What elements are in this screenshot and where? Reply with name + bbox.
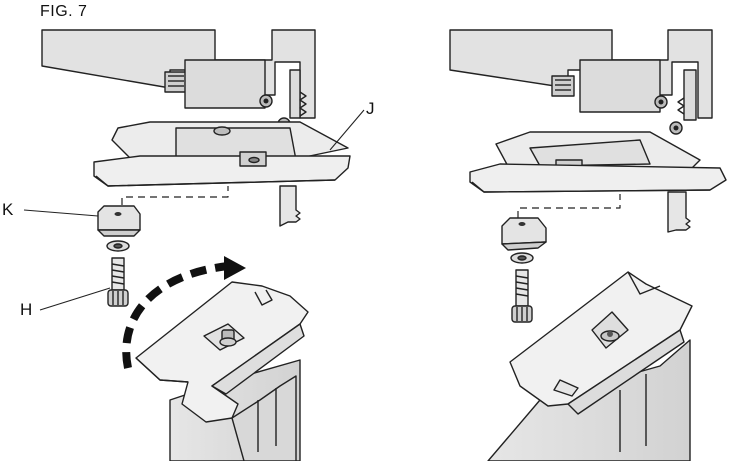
leader-line-h — [40, 288, 110, 310]
blade-right — [668, 192, 690, 232]
leader-line-j — [330, 110, 364, 150]
leader-line-k — [24, 210, 98, 216]
saw-body-left — [42, 30, 315, 130]
saw-body-right — [450, 30, 712, 134]
dashed-guide-left — [122, 186, 228, 205]
blade-left — [280, 186, 300, 226]
right-assembly-view — [450, 30, 726, 461]
clamp-block-k-left — [98, 206, 140, 236]
left-assembly-view — [24, 30, 364, 461]
base-plate-left — [94, 122, 350, 186]
flipped-base-plate-left — [136, 282, 308, 461]
clamp-block-right — [502, 218, 546, 250]
screw-h-left — [108, 258, 128, 306]
washer-right — [511, 253, 533, 263]
washer-left — [107, 241, 129, 251]
screw-right — [512, 270, 532, 322]
dashed-guide-right — [518, 194, 620, 218]
base-plate-right — [470, 132, 726, 192]
